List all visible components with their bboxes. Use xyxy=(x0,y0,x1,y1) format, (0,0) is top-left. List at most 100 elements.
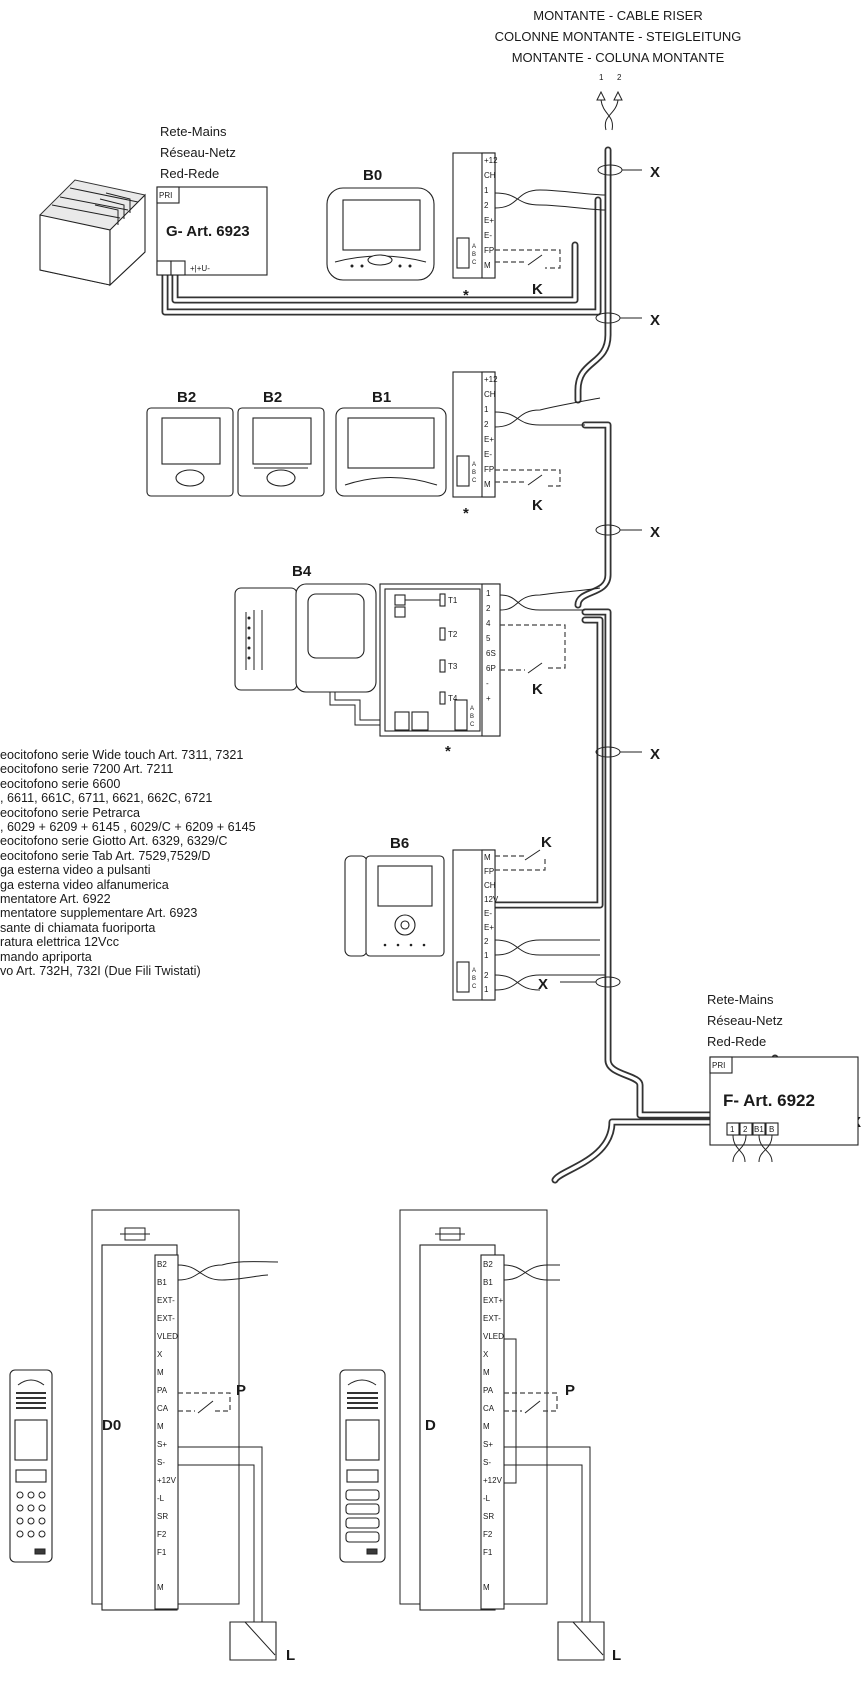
door-lock-l-2: L xyxy=(557,1621,621,1664)
svg-text:A: A xyxy=(472,968,476,974)
svg-text:5: 5 xyxy=(486,634,491,643)
supply-g-pri: PRI xyxy=(159,191,172,200)
d-label: D xyxy=(425,1417,436,1434)
d-p: P xyxy=(565,1382,575,1399)
device-b6: B6 xyxy=(344,835,445,957)
svg-text:A: A xyxy=(472,462,476,468)
b1-k: K xyxy=(532,497,543,514)
svg-text:FP: FP xyxy=(484,246,494,255)
supply-f-pri: PRI xyxy=(712,1061,725,1070)
svg-text:FP: FP xyxy=(484,867,494,876)
svg-text:E-: E- xyxy=(484,231,492,240)
svg-text:SR: SR xyxy=(157,1512,168,1521)
svg-text:T2: T2 xyxy=(448,630,458,639)
door-lock-l-1: L xyxy=(229,1621,295,1664)
svg-text:1: 1 xyxy=(730,1125,735,1134)
svg-text:A: A xyxy=(470,706,474,712)
svg-text:6S: 6S xyxy=(486,649,496,658)
legend-item: mentatore supplementare Art. 6923 xyxy=(0,906,198,921)
svg-text:B: B xyxy=(472,976,476,982)
b0-star: * xyxy=(463,287,469,304)
d0-label: D0 xyxy=(102,1417,121,1434)
svg-text:-: - xyxy=(486,679,489,688)
svg-text:E+: E+ xyxy=(484,923,494,932)
b0-k: K xyxy=(532,281,543,298)
svg-text:Rete-Mains: Rete-Mains xyxy=(707,992,774,1007)
device-b4: B4 xyxy=(234,563,395,726)
svg-text:E-: E- xyxy=(484,450,492,459)
riser-title: MONTANTE - CABLE RISER COLONNE MONTANTE … xyxy=(495,8,741,131)
mains-label-top: Rete-Mains Réseau-Netz Red-Rede xyxy=(160,124,236,181)
x-marker-5: X xyxy=(538,976,621,993)
legend-item: ratura elettrica 12Vcc xyxy=(0,935,119,950)
terminal-block-b6: M FP CH 12V E- E+ 2 1 2 1 A B C K xyxy=(452,834,605,1001)
svg-text:2: 2 xyxy=(743,1125,748,1134)
svg-text:T1: T1 xyxy=(448,596,458,605)
main-cable xyxy=(161,146,779,1184)
legend-item: eocitofono serie Giotto Art. 6329, 6329/… xyxy=(0,834,228,849)
svg-text:B2: B2 xyxy=(177,389,196,406)
terminal-block-b1: +12 CH 1 2 E+ E- FP M A B C * K xyxy=(452,371,601,522)
legend-item: mentatore Art. 6922 xyxy=(0,892,111,907)
svg-text:CH: CH xyxy=(484,390,496,399)
svg-text:EXT-: EXT- xyxy=(483,1314,501,1323)
b0-terminals: +12 CH 1 2 E+ E- FP M xyxy=(484,156,498,270)
legend-item: , 6029 + 6209 + 6145 , 6029/C + 6209 + 6… xyxy=(0,820,256,835)
svg-text:M: M xyxy=(157,1368,164,1377)
b4-k: K xyxy=(532,681,543,698)
svg-text:T4: T4 xyxy=(448,694,458,703)
svg-text:2: 2 xyxy=(484,937,489,946)
svg-text:L: L xyxy=(286,1647,295,1664)
power-supply-g: PRI G- Art. 6923 +|+U- xyxy=(156,186,268,276)
svg-text:X: X xyxy=(650,524,660,541)
b6-k: K xyxy=(541,834,552,851)
riser-pin-1: 1 xyxy=(599,73,604,82)
svg-text:B1: B1 xyxy=(372,389,391,406)
svg-text:B: B xyxy=(470,714,474,720)
svg-text:F2: F2 xyxy=(483,1530,493,1539)
entrance-panel-d0: D0 B2 B1 EXT- EXT- VLED X M PA CA M S+ S… xyxy=(91,1209,279,1622)
svg-text:X: X xyxy=(650,312,660,329)
legend: eocitofono serie Wide touch Art. 7311, 7… xyxy=(0,748,380,979)
d0-p: P xyxy=(236,1382,246,1399)
svg-text:6P: 6P xyxy=(486,664,496,673)
svg-text:E-: E- xyxy=(484,909,492,918)
svg-text:B: B xyxy=(769,1125,774,1134)
svg-text:E+: E+ xyxy=(484,216,494,225)
keypad-panel-icon xyxy=(9,1369,53,1563)
supply-f-label: F- Art. 6922 xyxy=(723,1091,815,1110)
device-b2-a: B2 xyxy=(146,389,234,497)
svg-text:-L: -L xyxy=(483,1494,491,1503)
riser-title-line-3: MONTANTE - COLUNA MONTANTE xyxy=(512,50,725,65)
svg-text:B: B xyxy=(472,470,476,476)
svg-text:M: M xyxy=(483,1368,490,1377)
legend-item: ga esterna video alfanumerica xyxy=(0,877,169,892)
svg-text:CA: CA xyxy=(483,1404,495,1413)
riser-pin-2: 2 xyxy=(617,73,622,82)
svg-text:M: M xyxy=(484,853,491,862)
svg-text:PA: PA xyxy=(483,1386,494,1395)
svg-text:C: C xyxy=(470,722,475,728)
svg-text:1: 1 xyxy=(484,951,489,960)
svg-text:1: 1 xyxy=(484,186,489,195)
svg-text:B1: B1 xyxy=(754,1125,764,1134)
svg-text:CA: CA xyxy=(157,1404,169,1413)
riser-title-line-1: MONTANTE - CABLE RISER xyxy=(533,8,703,23)
svg-text:2: 2 xyxy=(484,971,489,980)
entrance-panel-d: D B2 B1 EXT+ EXT- VLED X M PA CA M S+ S-… xyxy=(399,1209,591,1622)
svg-text:4: 4 xyxy=(486,619,491,628)
legend-item: eocitofono serie 7200 Art. 7211 xyxy=(0,762,174,777)
svg-text:-L: -L xyxy=(157,1494,165,1503)
svg-text:B1: B1 xyxy=(157,1278,167,1287)
svg-text:B1: B1 xyxy=(483,1278,493,1287)
svg-text:B2: B2 xyxy=(483,1260,493,1269)
svg-text:1: 1 xyxy=(484,985,489,994)
svg-text:EXT-: EXT- xyxy=(157,1296,175,1305)
legend-item: eocitofono serie Petrarca xyxy=(0,805,141,820)
svg-text:M: M xyxy=(483,1422,490,1431)
svg-text:X: X xyxy=(483,1350,489,1359)
device-b2-b: B2 xyxy=(237,389,325,497)
x-marker-1: X xyxy=(597,164,660,181)
svg-text:Red-Rede: Red-Rede xyxy=(707,1034,766,1049)
svg-text:S+: S+ xyxy=(483,1440,493,1449)
